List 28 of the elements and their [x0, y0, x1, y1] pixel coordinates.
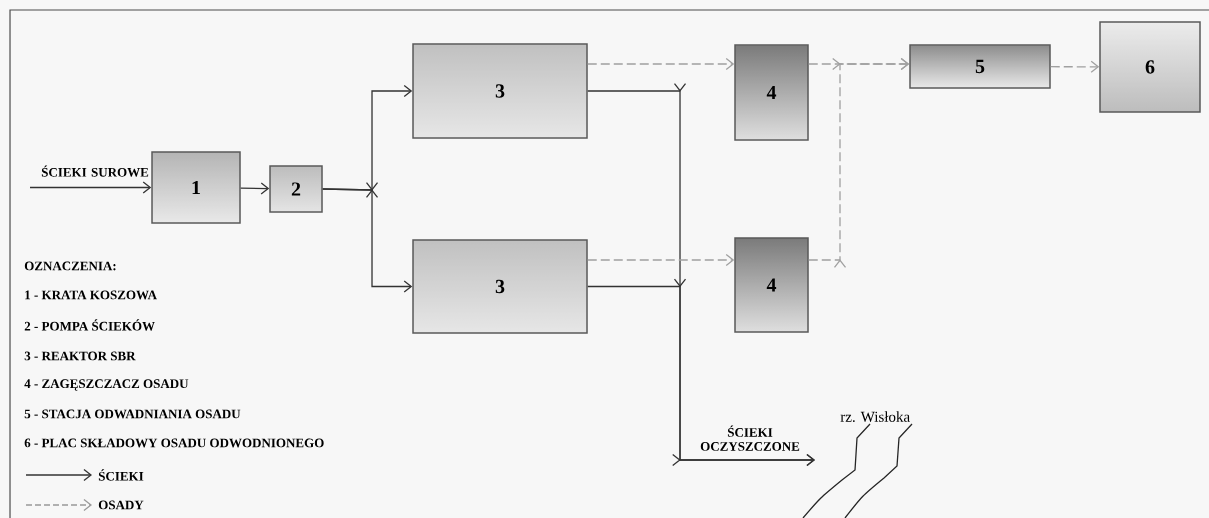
process-box: 2 [269, 165, 323, 213]
legend-entry: 4 - ZAGĘSZCZACZ OSADU [24, 379, 189, 391]
arrow [587, 278, 815, 467]
legend-entry: 2 - POMPA ŚCIEKÓW [24, 319, 155, 331]
legend-heading: OZNACZENIA: [24, 261, 116, 271]
legend-entry: ŚCIEKI [98, 469, 144, 481]
legend-entry: 5 - STACJA ODWADNIANIA OSADU [24, 409, 241, 419]
legend-entry: 3 - REAKTOR SBR [24, 351, 136, 361]
arrow [240, 182, 270, 195]
arrow [29, 181, 152, 194]
process-box: 3 [412, 239, 588, 334]
river-drawing: rz. Wisłoka [802, 411, 913, 518]
edge-label: ŚCIEKI OCZYSZCZONE [700, 425, 800, 451]
legend-entry: 6 - PLAC SKŁADOWY OSADU ODWODNIONEGO [24, 438, 324, 448]
arrow [587, 57, 735, 71]
arrow [587, 253, 735, 267]
process-box: 4 [734, 237, 809, 333]
legend-entry: 1 - KRATA KOSZOWA [25, 290, 157, 300]
arrow [1050, 60, 1100, 73]
edge-label: ŚCIEKI SUROWE [41, 165, 149, 177]
process-box: 1 [151, 151, 241, 224]
process-box: 3 [412, 43, 588, 139]
process-box: 5 [909, 44, 1051, 89]
process-box: 4 [734, 44, 809, 141]
legend-entry: OSADY [98, 500, 144, 510]
arrow [808, 57, 910, 268]
arrow [322, 182, 413, 293]
process-box: 6 [1099, 21, 1201, 113]
